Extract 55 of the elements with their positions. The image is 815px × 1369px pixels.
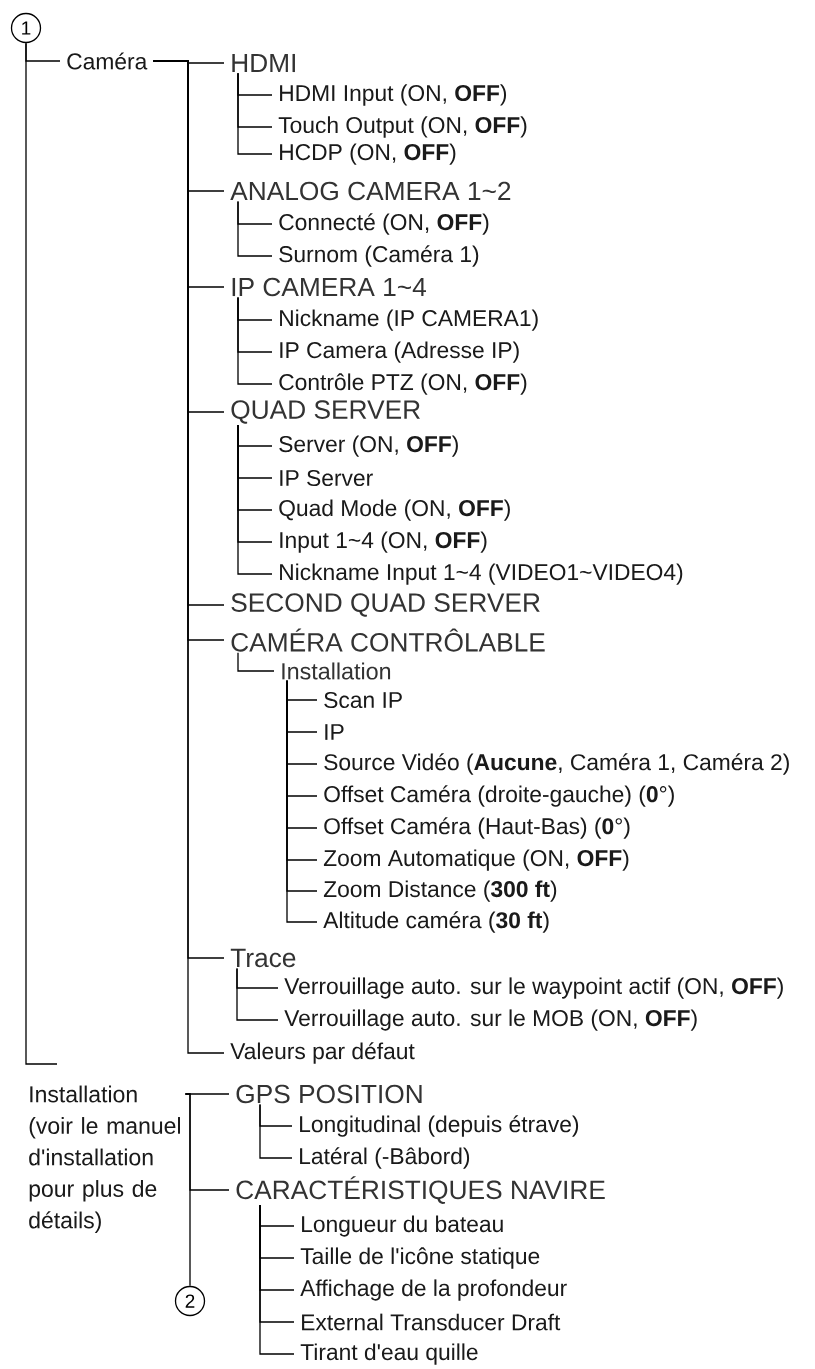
tree-line	[237, 200, 273, 257]
menu-item: Caméra	[67, 52, 148, 70]
menu-item: Quad Mode (ON, OFF)	[279, 499, 510, 521]
menu-item: HDMI Input (ON, OFF)	[280, 84, 507, 106]
menu-item: Longitudinal (depuis étrave)	[300, 1115, 579, 1137]
menu-item: Server (ON, OFF)	[279, 435, 458, 457]
menu-item: Offset Caméra (Haut-Bas) (0°)	[324, 817, 630, 839]
menu-item: Offset Caméra (droite-gauche) (0°)	[324, 785, 674, 807]
menu-item: Touch Output (ON, OFF)	[278, 116, 527, 138]
menu-item: IP Server	[280, 469, 373, 487]
menu-heading: IP CAMERA 1~4	[232, 277, 426, 297]
menu-heading: QUAD SERVER	[231, 400, 420, 424]
tree-line	[237, 72, 273, 155]
menu-item: Input 1~4 (ON, OFF)	[280, 531, 487, 553]
menu-item: Installation	[282, 662, 391, 680]
menu-item: Nickname Input 1~4 (VIDEO1~VIDEO4)	[280, 563, 683, 585]
menu-item: Altitude caméra (30 ft)	[323, 911, 549, 933]
menu-item: Verrouillage auto. sur le MOB (ON, OFF)	[284, 1009, 697, 1031]
tree-line	[237, 424, 273, 575]
tree-line	[184, 1093, 191, 1287]
menu-item: Zoom Automatique (ON, OFF)	[323, 849, 629, 871]
menu-item: Connecté (ON, OFF)	[279, 213, 489, 235]
tree-line	[237, 296, 273, 385]
menu-item: Contrôle PTZ (ON, OFF)	[279, 373, 527, 395]
menu-item: Zoom Distance (300 ft)	[323, 880, 557, 902]
menu-heading: CARACTÉRISTIQUES NAVIRE	[236, 1176, 605, 1204]
circled-number: 2	[174, 1285, 206, 1317]
menu-heading: CAMÉRA CONTRÔLABLE	[231, 628, 545, 652]
menu-item: Installation (voir le manuel d'installation pour plus de détails)	[29, 1085, 180, 1233]
menu-item: External Transducer Draft	[302, 1313, 561, 1331]
menu-heading: SECOND QUAD SERVER	[231, 593, 540, 617]
menu-item: Affichage de la profondeur	[300, 1279, 567, 1301]
menu-item: IP Camera (Adresse IP)	[280, 341, 519, 363]
menu-item: Valeurs par défaut	[230, 1042, 415, 1064]
menu-item: IP	[325, 724, 344, 740]
menu-item: Latéral (-Bâbord)	[300, 1147, 470, 1169]
tree-line	[259, 1103, 293, 1159]
menu-item: HCDP (ON, OFF)	[280, 143, 456, 165]
tree-line	[25, 42, 58, 1065]
menu-item: Scan IP	[324, 691, 402, 709]
menu-item: Tirant d'eau quille	[300, 1343, 478, 1365]
tree-line	[236, 967, 279, 1021]
circled-number: 1	[10, 12, 42, 44]
menu-heading: GPS POSITION	[236, 1084, 422, 1104]
menu-item: Longueur du bateau	[302, 1215, 503, 1237]
menu-heading: HDMI	[232, 53, 295, 73]
menu-item: Surnom (Caméra 1)	[279, 245, 479, 267]
menu-item: Verrouillage auto. sur le waypoint actif (ON, OFF)	[284, 977, 783, 999]
menu-item: Nickname (IP CAMERA1)	[280, 309, 538, 331]
menu-item: Taille de l'icône statique	[300, 1247, 540, 1269]
tree-line	[259, 1204, 295, 1355]
menu-item: Source Vidéo (Aucune, Caméra 1, Caméra 2)	[324, 753, 789, 775]
menu-heading: ANALOG CAMERA 1~2	[230, 181, 511, 201]
menu-heading: Trace	[230, 948, 296, 968]
tree-line	[237, 652, 275, 672]
